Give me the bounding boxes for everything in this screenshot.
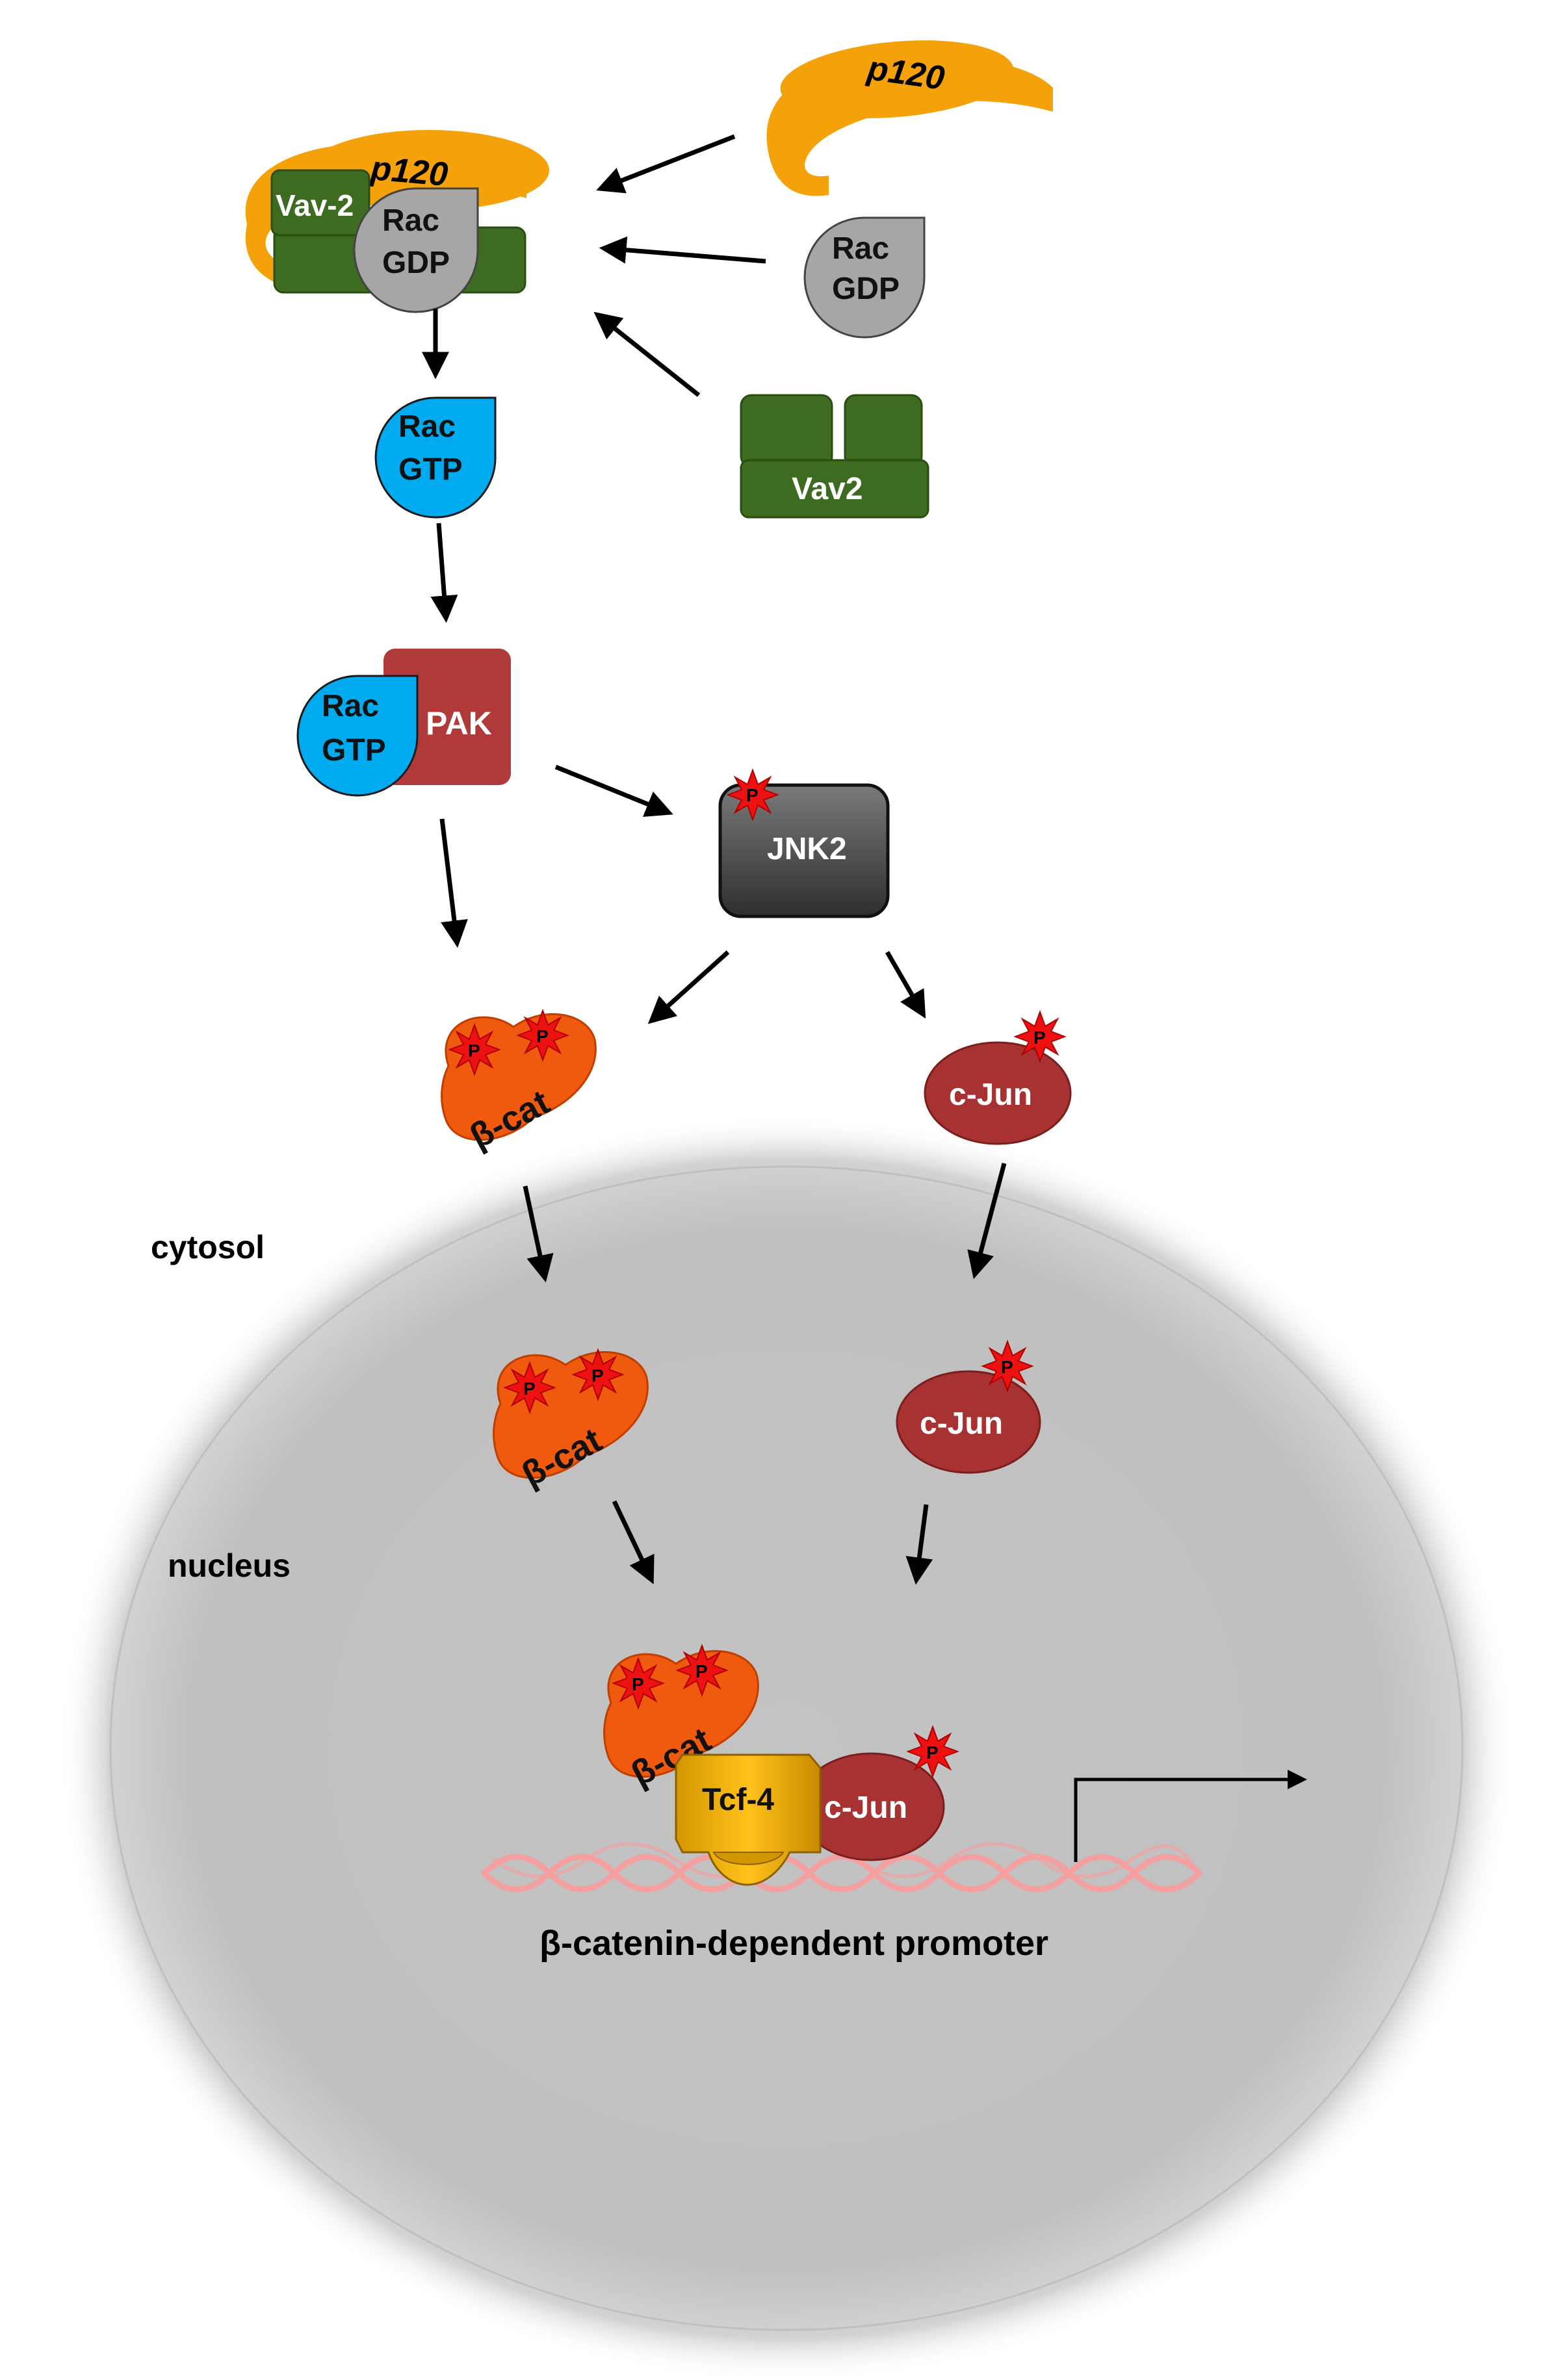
vav2-free-block-left: [740, 394, 833, 468]
cytosol-label: cytosol: [151, 1229, 265, 1265]
rac-gtp-label-1: Rac: [398, 409, 456, 444]
tcf4-notch: [712, 1852, 785, 1865]
arrow-betacat-nucleus-to-promoter: [612, 1500, 655, 1585]
arrow-jnk2-to-betacat: [647, 950, 730, 1024]
vav2-complex-top: [270, 169, 370, 237]
rac-gdp-complex-label-1: Rac: [382, 203, 439, 238]
c-jun-cytosol-label: c-Jun: [949, 1078, 1032, 1112]
arrow-betacat-cytosol-to-nucleus: [523, 1185, 554, 1283]
nucleus-compartment: [58, 1115, 1514, 2380]
jnk2-shape: [718, 783, 890, 918]
arrow-cjun-cytosol-to-nucleus: [967, 1163, 1007, 1280]
rac-gdp-free-label-1: Rac: [832, 231, 889, 266]
rac-gdp-free: Rac GDP: [803, 216, 926, 339]
beta-cat-promoter-phospho-label-1: P: [632, 1674, 644, 1694]
rac-gtp-pak-shape: [296, 675, 419, 797]
beta-cat-cytosol-phospho-label-2: P: [536, 1026, 549, 1046]
c-jun-nucleus-shape: [896, 1370, 1041, 1474]
vav2-complex-label: Vav-2: [276, 188, 354, 222]
arrow-vav2-to-complex: [593, 311, 701, 397]
beta-cat-nucleus-phospho-label-2: P: [591, 1365, 604, 1386]
p120-free: p120: [766, 40, 1053, 196]
c-jun-promoter-phospho-label: P: [926, 1742, 939, 1763]
beta-cat-promoter-phospho-label-2: P: [695, 1661, 708, 1681]
tcf4-label: Tcf-4: [702, 1783, 774, 1817]
jnk2: JNK2 P: [718, 770, 890, 918]
arrow-jnk2-to-cjun: [885, 951, 926, 1019]
c-jun-nucleus: c-Jun P: [896, 1341, 1041, 1474]
c-jun-cytosol-phospho-label: P: [1033, 1028, 1046, 1048]
c-jun-nucleus-label: c-Jun: [920, 1406, 1003, 1441]
arrow-cjun-nucleus-to-promoter: [905, 1504, 933, 1585]
arrow-pak-to-betacat: [439, 818, 468, 948]
arrow-racgtp-to-pak: [430, 523, 458, 623]
vav2-free-label: Vav2: [792, 472, 863, 506]
beta-cat-cytosol-phospho-label-1: P: [468, 1041, 480, 1061]
rac-gtp-pak-label-1: Rac: [322, 689, 379, 723]
beta-cat-nucleus: β-cat P P: [493, 1349, 649, 1494]
c-jun-nucleus-phospho-label: P: [1001, 1357, 1013, 1377]
beta-cat-cytosol: β-cat P P: [441, 1010, 597, 1156]
arrow-pak-to-jnk2: [554, 764, 673, 817]
rac-gtp-label-2: GTP: [398, 452, 463, 487]
rac-gdp-free-label-2: GDP: [832, 272, 900, 306]
beta-cat-nucleus-phospho-label-1: P: [523, 1378, 536, 1399]
arrow-racgdp-to-complex: [599, 236, 766, 264]
p120-vav2-rac-complex: p120 Vav-2 Rac GDP: [245, 130, 549, 313]
vav2-free-base: [740, 459, 929, 519]
arrow-p120-to-complex: [596, 134, 736, 194]
p120-free-body: [780, 40, 1014, 118]
rac-gtp-pak-label-2: GTP: [322, 733, 386, 768]
pak-label: PAK: [426, 705, 492, 742]
c-jun-cytosol: c-Jun P: [924, 1011, 1072, 1145]
vav2-free: Vav2: [740, 394, 929, 519]
pathway-arrows: [422, 134, 1007, 1585]
p120-complex-label: p120: [368, 149, 449, 194]
rac-gtp-pak-complex: PAK Rac GTP: [296, 649, 511, 797]
nucleus-label: nucleus: [168, 1547, 291, 1584]
vav2-free-block-right: [844, 394, 923, 468]
transcription-start-arrow: [1074, 1770, 1307, 1862]
rac-gdp-free-shape: [803, 216, 926, 339]
c-jun-cytosol-shape: [924, 1041, 1072, 1145]
rac-gdp-complex-label-2: GDP: [382, 246, 450, 280]
jnk2-label: JNK2: [767, 832, 847, 866]
jnk2-phospho-label: P: [746, 785, 759, 805]
rac-gtp: Rac GTP: [374, 396, 497, 519]
c-jun-promoter-label: c-Jun: [824, 1791, 907, 1825]
rac-gdp-complex-shape: [353, 187, 479, 313]
rac-gtp-shape: [374, 396, 497, 519]
tcf4-shape: [675, 1753, 822, 1886]
promoter-label: β-catenin-dependent promoter: [539, 1924, 1048, 1963]
